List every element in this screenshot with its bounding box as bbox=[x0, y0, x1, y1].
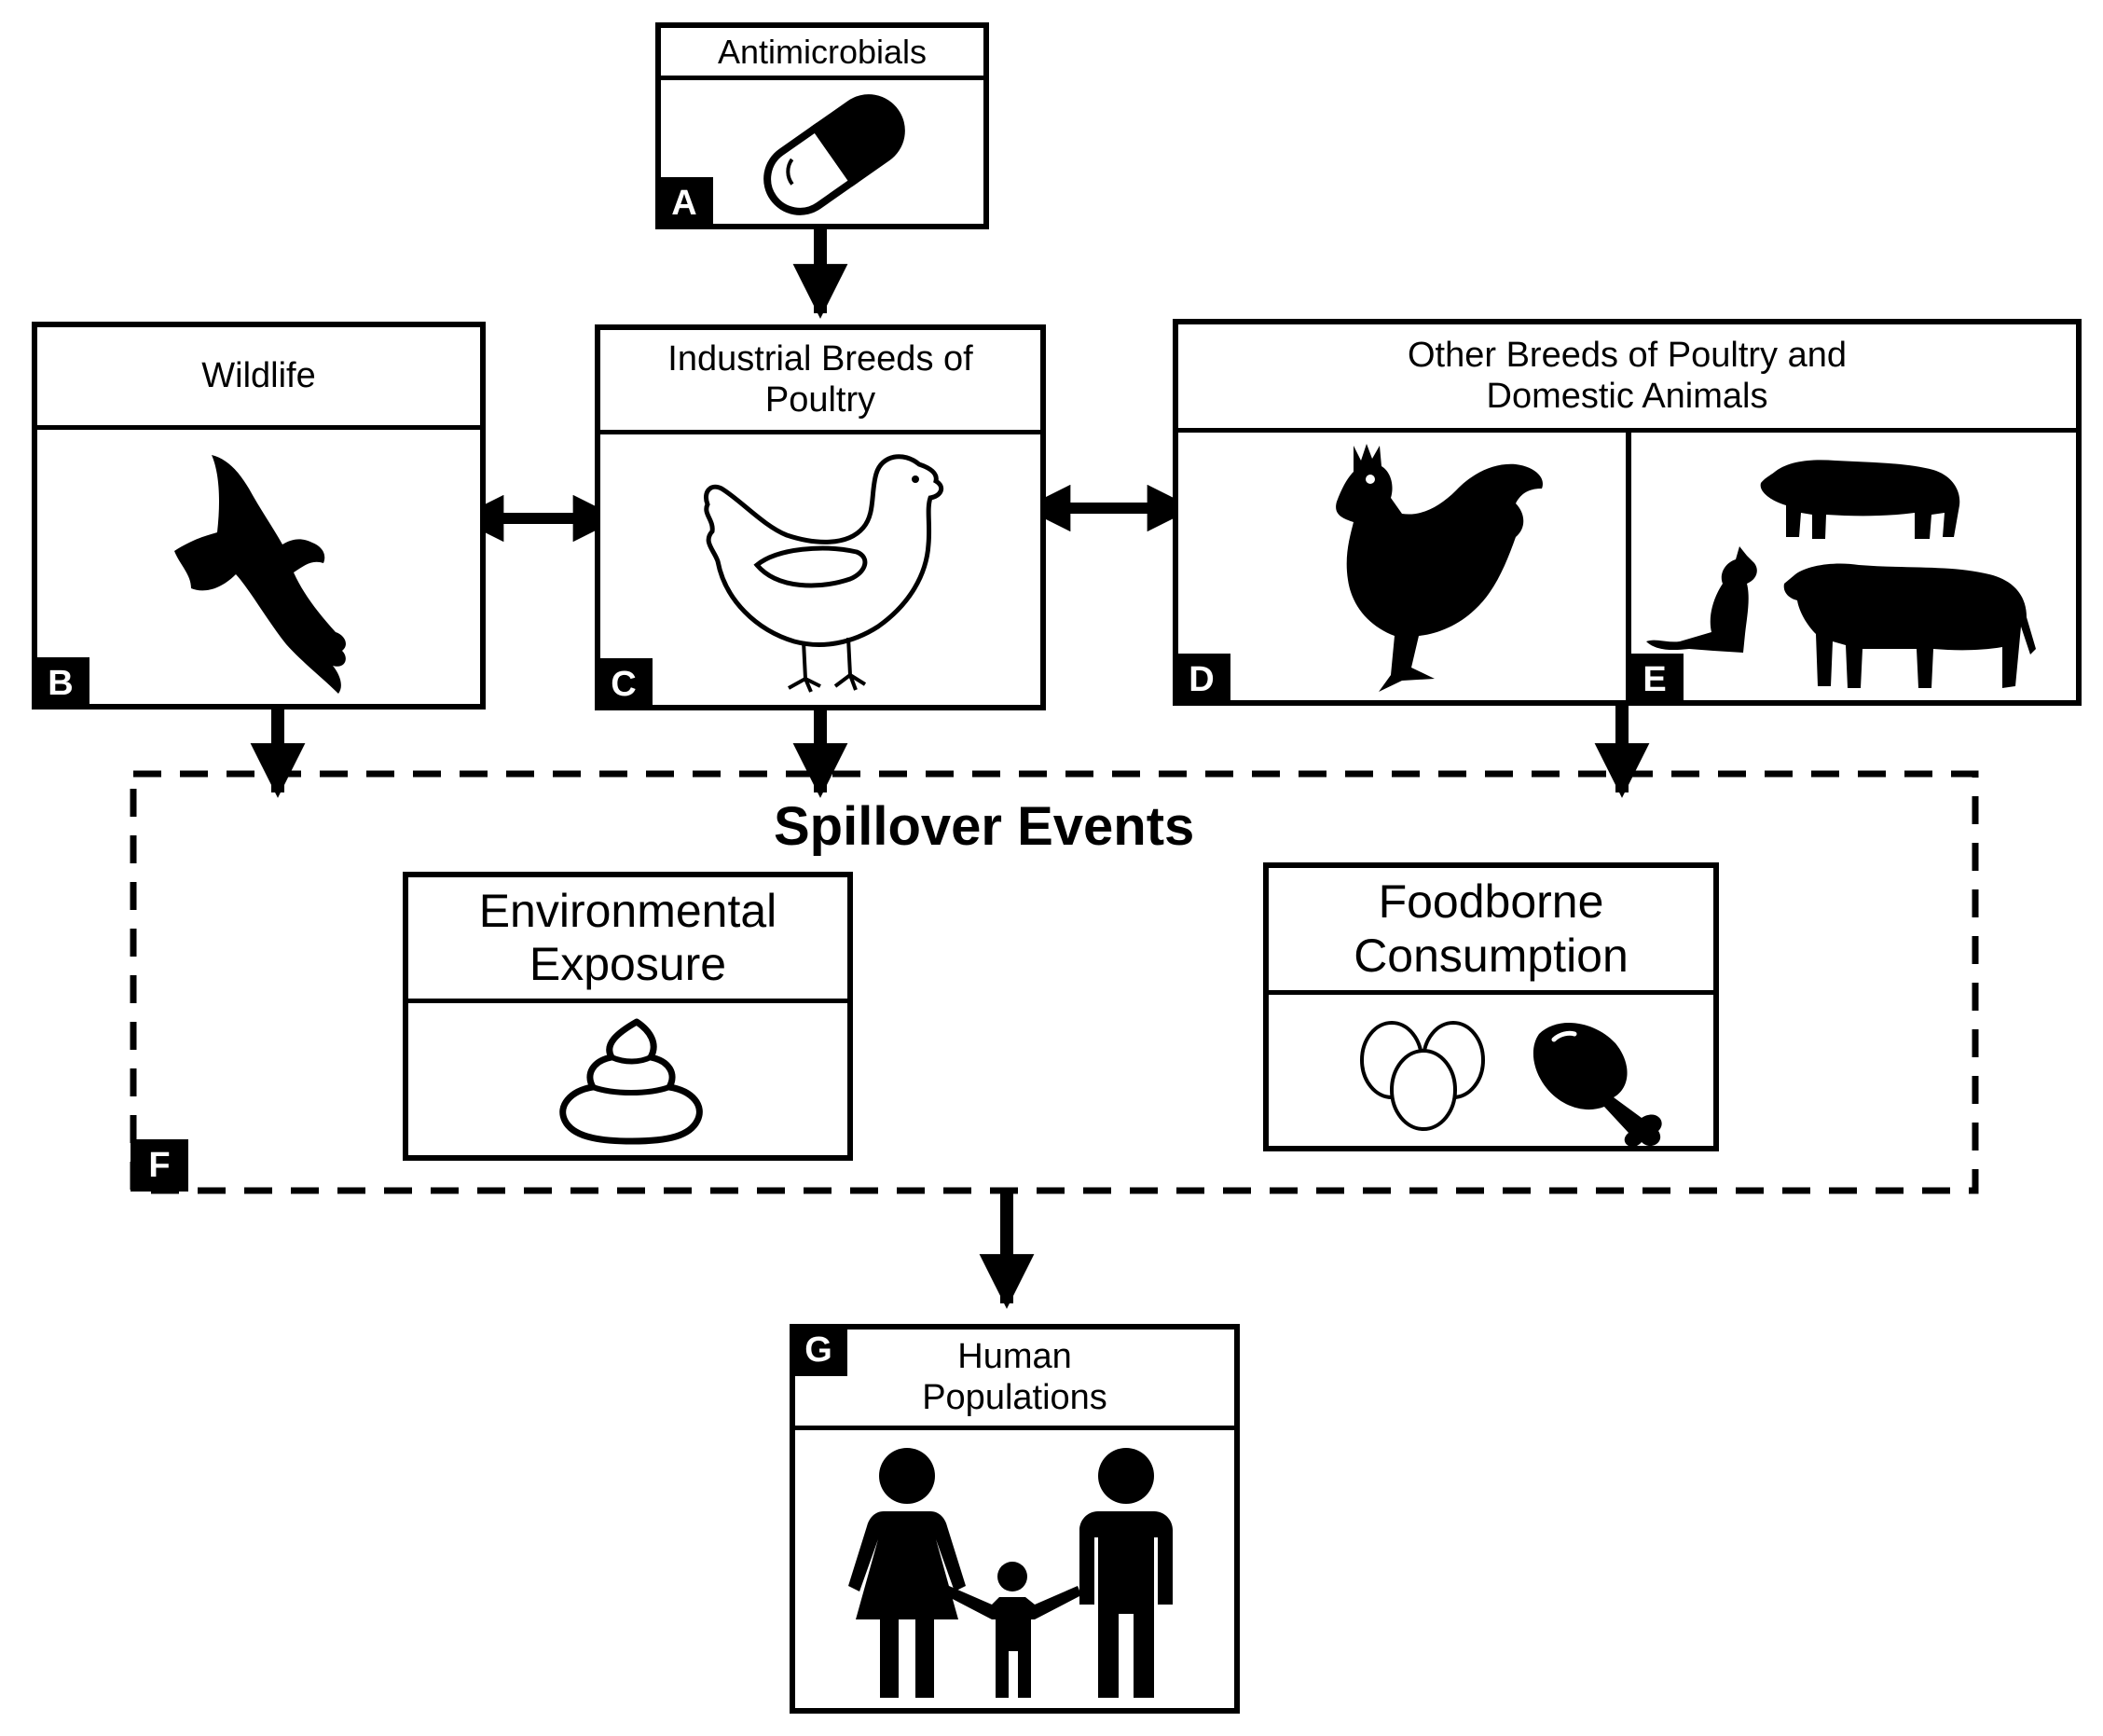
box-wildlife: Wildlife B bbox=[32, 322, 486, 710]
box-a-letter: A bbox=[655, 177, 713, 229]
pig-dog-cow-icon bbox=[1646, 460, 2036, 688]
box-g-letter: G bbox=[790, 1324, 847, 1376]
bird-of-prey-icon bbox=[174, 455, 346, 694]
feces-icon bbox=[559, 1018, 703, 1145]
box-f-letter: F bbox=[131, 1139, 188, 1192]
box-human-populations: Human Populations G bbox=[790, 1324, 1240, 1714]
family-icon bbox=[848, 1448, 1173, 1698]
env-title: Environmental Exposure bbox=[408, 877, 847, 1003]
box-c-letter: C bbox=[595, 658, 653, 710]
box-c-title: Industrial Breeds of Poultry bbox=[600, 330, 1040, 434]
pill-capsule-icon bbox=[763, 94, 905, 215]
box-a-title: Antimicrobials bbox=[661, 28, 983, 80]
spillover-title: Spillover Events bbox=[774, 796, 1195, 857]
rooster-icon bbox=[1336, 444, 1543, 692]
hen-outline-icon bbox=[704, 454, 944, 693]
eggs-drumstick-icon bbox=[1360, 1021, 1662, 1146]
box-b-letter: B bbox=[32, 657, 89, 710]
box-antimicrobials: Antimicrobials A bbox=[655, 22, 989, 229]
box-g-title: Human Populations bbox=[795, 1330, 1234, 1430]
box-de-title: Other Breeds of Poultry and Domestic Ani… bbox=[1178, 324, 2076, 433]
box-b-title: Wildlife bbox=[37, 327, 480, 430]
box-de-divider bbox=[1626, 433, 1631, 700]
box-environmental-exposure: Environmental Exposure bbox=[403, 872, 853, 1161]
box-d-letter: D bbox=[1173, 654, 1230, 706]
box-other-breeds: Other Breeds of Poultry and Domestic Ani… bbox=[1173, 319, 2082, 706]
box-industrial-poultry: Industrial Breeds of Poultry C bbox=[595, 324, 1046, 710]
box-foodborne-consumption: Foodborne Consumption bbox=[1263, 862, 1719, 1151]
spillover-dashed-border bbox=[130, 770, 1979, 1194]
box-e-letter: E bbox=[1626, 654, 1684, 706]
food-title: Foodborne Consumption bbox=[1269, 868, 1713, 995]
